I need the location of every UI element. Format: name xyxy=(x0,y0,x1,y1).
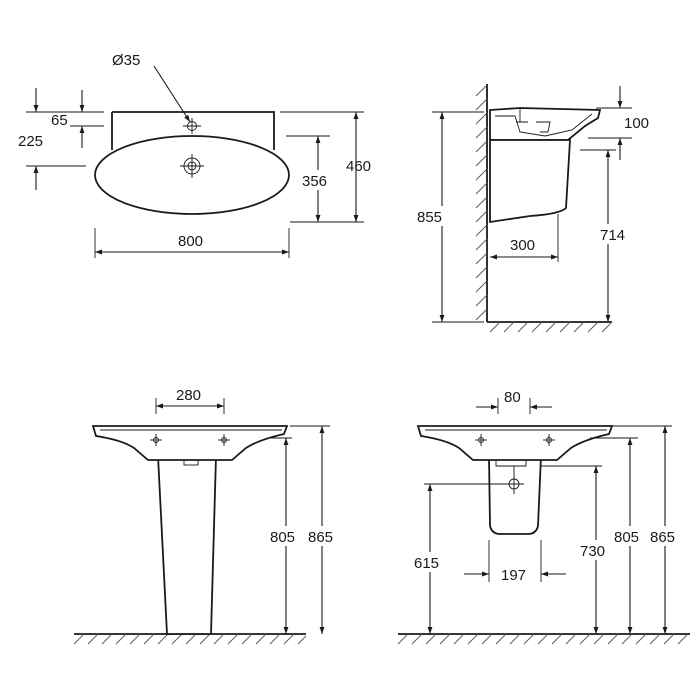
front-basin-outline xyxy=(416,425,614,461)
dim-280-label: 280 xyxy=(176,387,201,404)
fixing-hole-icon xyxy=(150,434,162,446)
hole-diameter-label: Ø35 xyxy=(112,52,140,69)
dim-805-label: 805 xyxy=(270,529,295,546)
dim-855-label: 855 xyxy=(417,209,442,226)
dim-80-label: 80 xyxy=(504,389,521,406)
tap-hole-icon xyxy=(183,118,201,134)
dim-800-label: 800 xyxy=(178,233,203,250)
front-basin-outline xyxy=(91,425,289,461)
side-basin-tap xyxy=(516,108,551,133)
fixing-hole-icon xyxy=(218,434,230,446)
dim-356-label: 356 xyxy=(302,173,327,190)
floor-hatch xyxy=(73,633,307,645)
fixing-hole-icon xyxy=(475,434,487,446)
top-view-back-plate xyxy=(111,111,275,150)
side-basin-inner xyxy=(495,113,593,137)
dim-714-label: 714 xyxy=(600,227,625,244)
side-view: 100 855 300 714 xyxy=(414,84,649,333)
wall-hatch xyxy=(475,84,488,321)
pedestal-notch xyxy=(183,459,199,466)
dim-865-label: 865 xyxy=(650,529,675,546)
side-basin-profile xyxy=(489,107,602,141)
floor-hatch xyxy=(489,321,613,333)
floor-hatch xyxy=(397,633,689,645)
top-view: Ø35 65 225 356 460 800 xyxy=(18,52,371,258)
dim-805-label: 805 xyxy=(614,529,639,546)
fixing-hole-icon xyxy=(543,434,555,446)
pedestal-column xyxy=(157,455,217,635)
front-pedestal-view: 280 805 865 xyxy=(73,387,342,645)
dim-65-label: 65 xyxy=(51,112,68,129)
waste-fitting xyxy=(495,460,527,467)
dim-225-label: 225 xyxy=(18,133,43,150)
hole-diameter-leader xyxy=(153,65,191,123)
side-semi-pedestal xyxy=(489,139,571,224)
dim-300-label: 300 xyxy=(510,237,535,254)
front-semi-pedestal-view: 80 615 197 730 805 865 xyxy=(397,389,690,645)
dim-865-label: 865 xyxy=(308,529,333,546)
drain-icon xyxy=(180,154,204,178)
dim-615-label: 615 xyxy=(414,555,439,572)
semi-pedestal-body xyxy=(488,455,542,535)
dim-460-label: 460 xyxy=(346,158,371,175)
dim-100-label: 100 xyxy=(624,115,649,132)
dim-730-label: 730 xyxy=(580,543,605,560)
dim-197-label: 197 xyxy=(501,567,526,584)
